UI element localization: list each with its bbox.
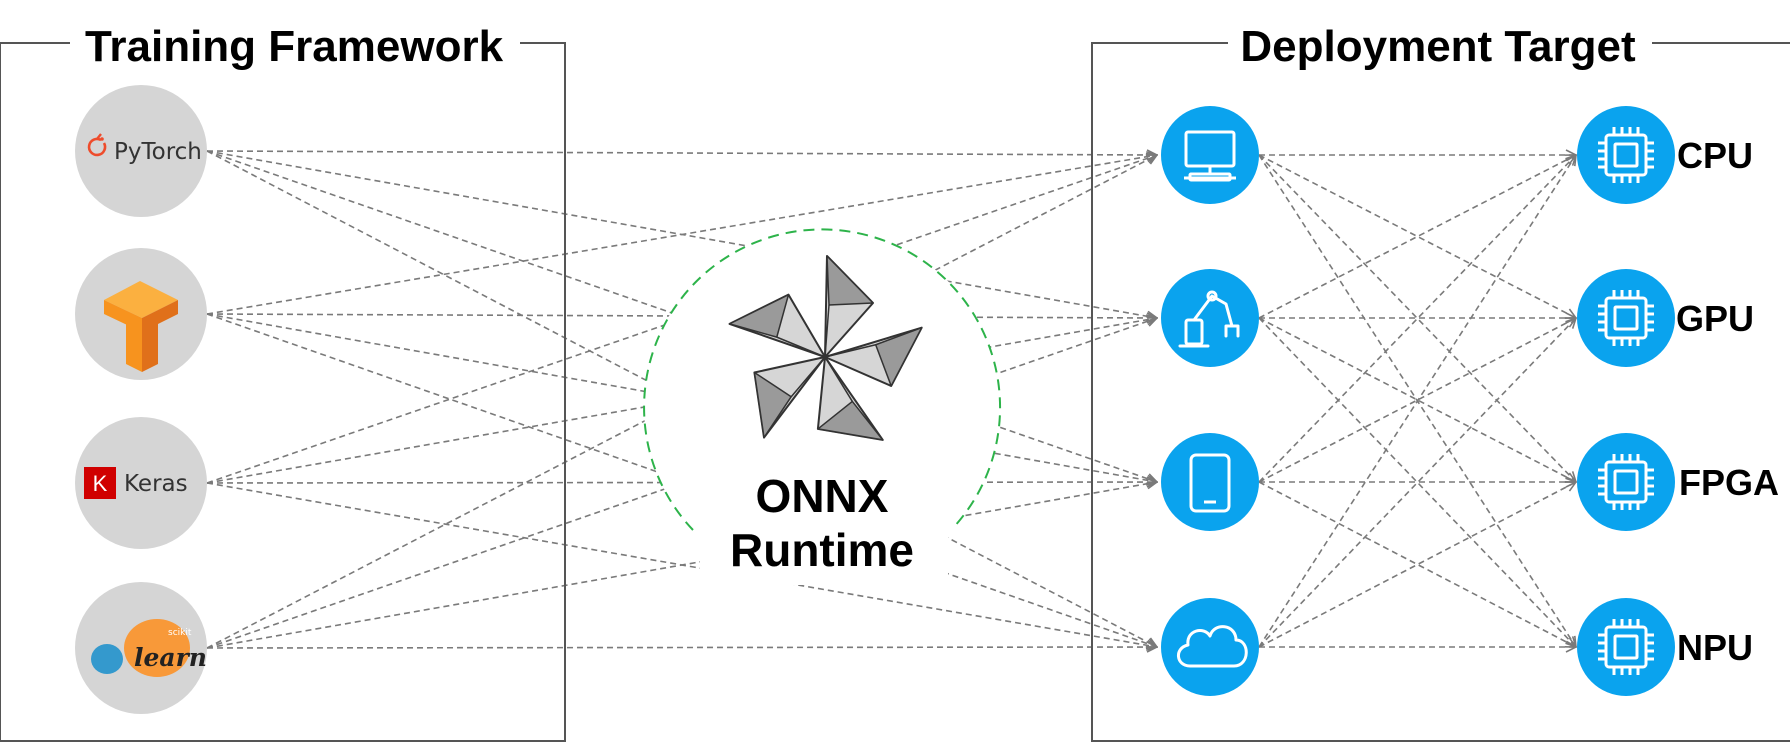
- onnx-logo-blade: [824, 326, 923, 387]
- hardware-gpu: [1577, 269, 1675, 367]
- desktop-icon: [1184, 130, 1236, 182]
- onnx-ring: [643, 228, 1002, 531]
- hardware-npu: [1577, 598, 1675, 696]
- chip-icon: [1598, 290, 1654, 346]
- keras-badge: K: [93, 471, 108, 496]
- device-to-hardware-arrow: [1258, 155, 1576, 483]
- onnx-logo-blade: [824, 255, 874, 358]
- hardware-label-npu: NPU: [1677, 627, 1753, 668]
- framework-to-device-arrow: [206, 151, 1157, 155]
- hardware-label-fpga: FPGA: [1679, 462, 1779, 503]
- framework-to-device-arrow: [206, 482, 1157, 649]
- onnx-logo-blade: [728, 293, 826, 358]
- device-to-hardware-arrow: [1258, 154, 1576, 482]
- sklearn-sublabel: scikit: [168, 628, 192, 638]
- chip-icon: [1598, 619, 1654, 675]
- framework-to-device-arrow: [206, 647, 1157, 648]
- deployment-target-title: Deployment Target: [1240, 22, 1636, 71]
- framework-tensorflow: [75, 248, 207, 380]
- hardware-cpu: [1577, 106, 1675, 204]
- onnx-logo-blade: [816, 356, 884, 441]
- pytorch-label: PyTorch: [114, 139, 202, 165]
- hardware-fpga: [1577, 433, 1675, 531]
- device-desktop: [1161, 106, 1259, 204]
- framework-keras: K Keras: [75, 417, 207, 549]
- onnx-logo-blade: [753, 356, 826, 439]
- hardware-label-gpu: GPU: [1676, 298, 1754, 339]
- device-to-hardware-arrow: [1258, 155, 1576, 648]
- pytorch-logo-icon: [87, 133, 107, 157]
- device-to-hardware-arrow: [1258, 318, 1576, 648]
- device-robot: [1161, 269, 1259, 367]
- training-framework-panel: Training Framework: [0, 22, 566, 742]
- runtime-line2: Runtime: [730, 524, 914, 576]
- device-cloud: [1161, 598, 1259, 696]
- tensorflow-logo-icon: [104, 281, 178, 372]
- chip-icon: [1598, 127, 1654, 183]
- deployment-target-panel: Deployment Target: [1091, 22, 1790, 742]
- device-mobile: [1161, 433, 1259, 531]
- onnx-logo-icon: [728, 255, 923, 441]
- runtime-line1: ONNX: [756, 470, 889, 522]
- keras-label: Keras: [124, 471, 188, 497]
- sklearn-logo-icon: [91, 619, 190, 677]
- sklearn-label: learn: [134, 643, 207, 672]
- robot-arm-icon: [1178, 290, 1240, 348]
- cloud-icon: [1177, 625, 1248, 668]
- hardware-label-cpu: CPU: [1677, 135, 1753, 176]
- mobile-phone-icon: [1189, 453, 1231, 513]
- training-framework-title: Training Framework: [85, 22, 504, 71]
- device-to-hardware-arrow: [1258, 317, 1576, 647]
- framework-pytorch: PyTorch: [75, 85, 207, 217]
- framework-sklearn: scikit learn: [75, 582, 207, 714]
- onnx-label-backdrop: [700, 445, 948, 585]
- chip-icon: [1598, 454, 1654, 510]
- keras-logo-icon: K: [84, 467, 116, 499]
- framework-to-device-arrow: [206, 155, 1157, 315]
